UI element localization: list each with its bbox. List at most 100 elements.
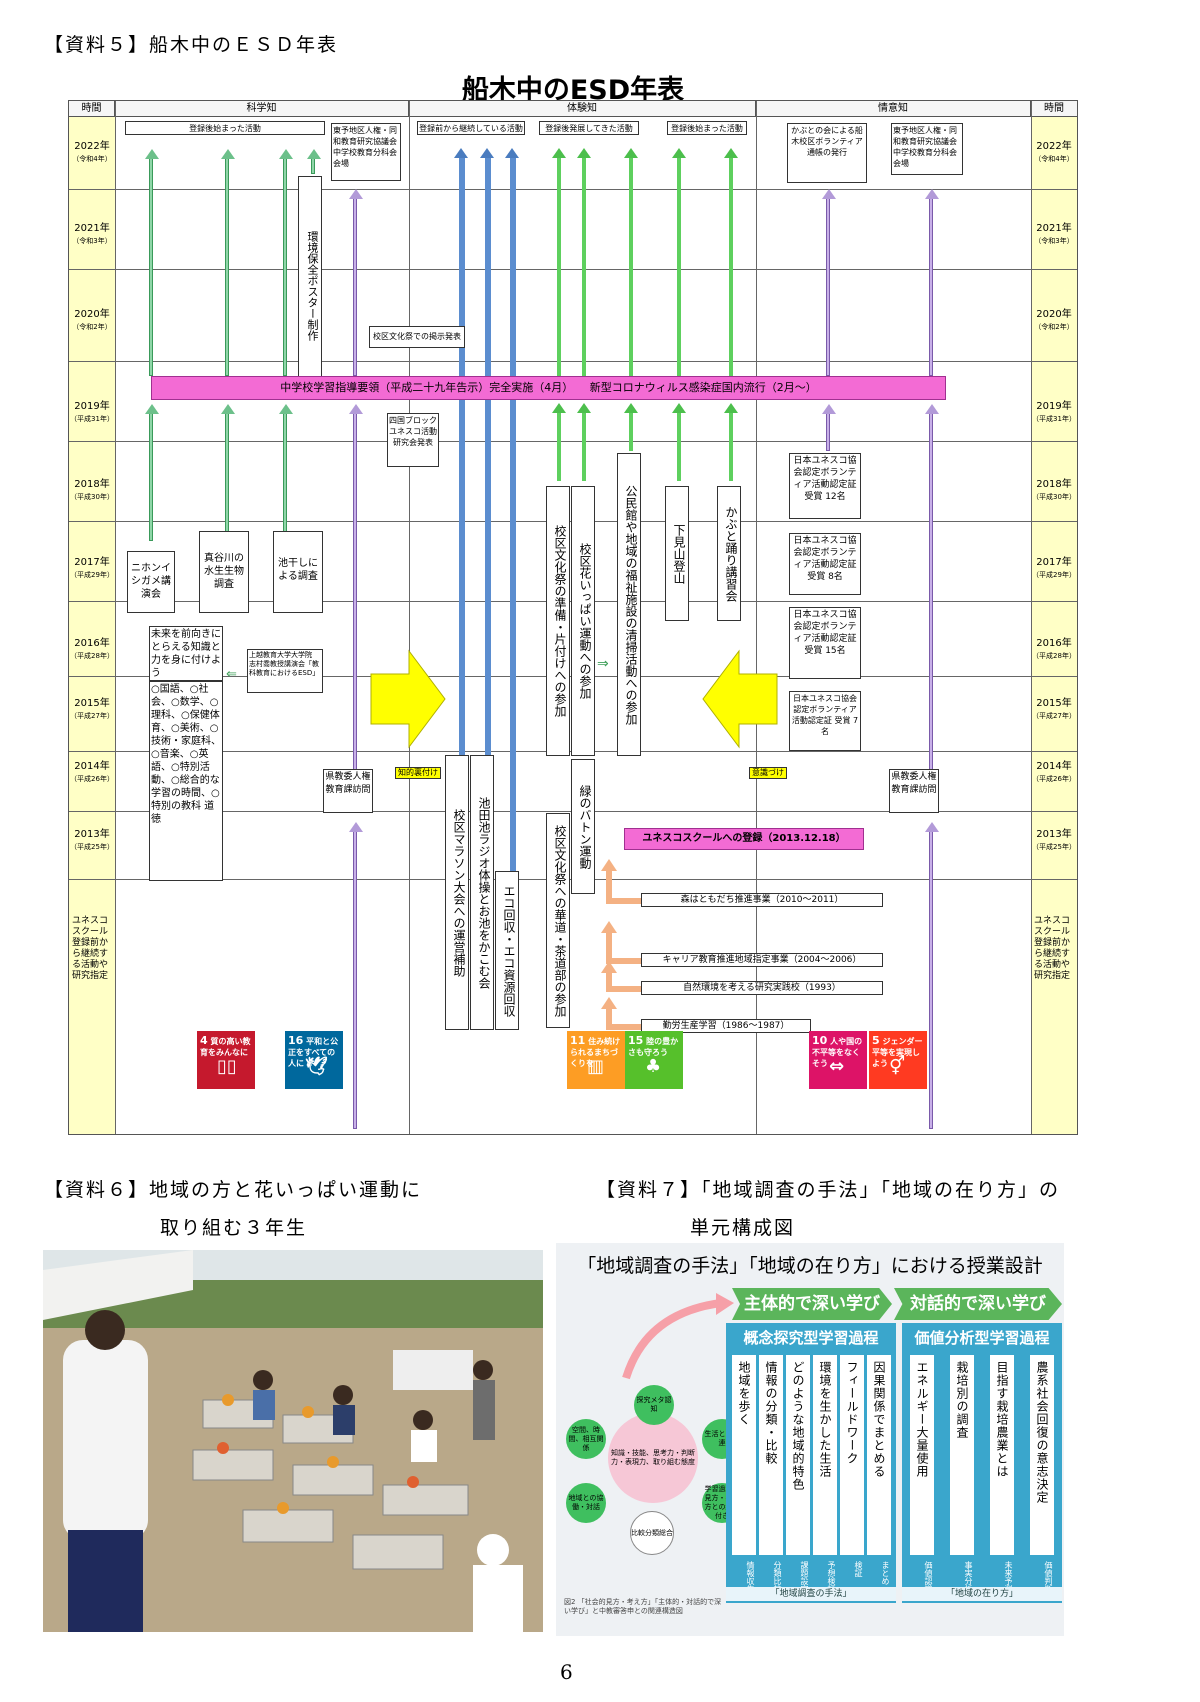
lightgreen-up-arrow bbox=[677, 156, 681, 376]
year-2014: 2014年（平成26年） bbox=[69, 761, 115, 785]
box-future-knowledge: 未来を前向きにとらえる知識と力を身に付けよう bbox=[149, 626, 223, 681]
step-walk: 地域を歩く bbox=[732, 1355, 756, 1555]
purple-up-arrow bbox=[353, 411, 357, 771]
year-2013: 2013年（平成25年） bbox=[1031, 829, 1077, 853]
step-sub: まとめ bbox=[867, 1561, 891, 1585]
box-cleaning-activity: 公民館や地域の福祉施設の清掃活動への参加 bbox=[617, 453, 641, 756]
box-volunteer-award-7: 日本ユネスコ協会認定ボランティア活動認定証 受賞 7名 bbox=[789, 691, 861, 751]
grid-hline bbox=[69, 441, 1077, 442]
box-volunteer-award-8: 日本ユネスコ協会認定ボランティア活動認定証 受賞 8名 bbox=[789, 533, 861, 595]
grid-vline bbox=[756, 101, 757, 1134]
header-time-right: 時間 bbox=[1031, 101, 1077, 117]
box-radio-exercise: 池田池ラジオ体操とお池をかこむ会 bbox=[470, 755, 494, 1030]
panel-concept-inquiry-title: 概念探究型学習過程 bbox=[726, 1327, 896, 1348]
sdg-11-icon: 11 住み続けられるまちづくりを▥ bbox=[567, 1031, 625, 1089]
step-decision: 農系社会回復の意志決定 bbox=[1030, 1355, 1054, 1555]
year-2017: 2017年（平成29年） bbox=[69, 557, 115, 581]
box-school-festival-posting: 校区文化祭での掲示発表 bbox=[369, 326, 465, 348]
lightgreen-up-arrow bbox=[729, 156, 733, 376]
step-regional-features: どのような地域的特色 bbox=[786, 1355, 810, 1555]
lightgreen-up-arrow bbox=[629, 411, 633, 451]
step-classify: 情報の分類・比較 bbox=[759, 1355, 783, 1555]
bottom-label-right: ユネスコスクール登録前から継続する活動や研究指定 bbox=[1031, 916, 1077, 982]
circle-top: 探究メタ認知 bbox=[634, 1385, 674, 1425]
banner-curriculum-covid: 中学校学習指導要領（平成二十九年告示）完全実施（4月） 新型コロナウィルス感染症… bbox=[151, 376, 946, 400]
green-up-arrow bbox=[283, 156, 287, 376]
green-up-arrow bbox=[225, 156, 229, 376]
box-nihon-ishigame: ニホンイシガメ講演会 bbox=[127, 551, 175, 613]
year-2016: 2016年（平成28年） bbox=[1031, 638, 1077, 662]
panel-value-analysis: 価値分析型学習過程 エネルギー大量使用 栽培別の調査 目指す栽培農業とは 農系社… bbox=[902, 1323, 1062, 1603]
box-marathon-support: 校区マラソン大会への運営補助 bbox=[445, 755, 469, 1030]
purple-up-arrow bbox=[826, 411, 830, 451]
step-sub: 検証 bbox=[840, 1561, 864, 1577]
lightgreen-up-arrow bbox=[582, 411, 586, 481]
purple-up-arrow bbox=[353, 196, 357, 376]
lightgreen-up-arrow bbox=[557, 156, 561, 376]
green-up-arrow bbox=[149, 156, 153, 376]
grid-vline bbox=[115, 101, 116, 1134]
year-2018: 2018年（平成30年） bbox=[1031, 479, 1077, 503]
legend-new-activity: 登録後始まった活動 bbox=[125, 121, 325, 135]
step-energy: エネルギー大量使用 bbox=[910, 1355, 934, 1555]
year-2020: 2020年（令和2年） bbox=[1031, 309, 1077, 333]
caption-document-6-cont: 取り組む３年生 bbox=[160, 1213, 307, 1240]
box-shinyagawa: 真谷川の水生生物調査 bbox=[199, 531, 249, 613]
chevron-proactive-learning: 主体的で深い学び bbox=[732, 1288, 892, 1320]
box-flower-movement: 校区花いっぱい運動への参加 bbox=[571, 486, 595, 756]
box-kenkyo-visit-right: 県教委人権教育課訪問 bbox=[889, 769, 939, 813]
box-toyo-conference-2: 東予地区人権・同和教育研究協議会中学校教育分科会会場 bbox=[891, 123, 963, 175]
year-2015: 2015年（平成27年） bbox=[69, 698, 115, 722]
banner-unesco-registration: ユネスコスクールへの登録（2013.12.18） bbox=[624, 828, 864, 850]
blue-up-arrow bbox=[510, 156, 516, 956]
circle-top-left: 空間、時間、相互関係 bbox=[566, 1419, 606, 1459]
box-volunteer-award-15: 日本ユネスコ協会認定ボランティア活動認定証 受賞 15名 bbox=[789, 607, 861, 679]
right-arrow-icon: ⇒ bbox=[597, 656, 609, 672]
header-emotion: 情意知 bbox=[756, 101, 1031, 117]
box-kenkyo-visit-left: 県教委人権教育課訪問 bbox=[323, 769, 373, 813]
caption-document-5: 【資料５】船木中のＥＳＤ年表 bbox=[44, 30, 338, 57]
green-up-arrow bbox=[225, 411, 229, 541]
sdg-5-icon: 5 ジェンダー平等を実現しよう⚥ bbox=[869, 1031, 927, 1089]
orange-bent-arrows-icon bbox=[589, 851, 649, 1051]
lightgreen-up-arrow bbox=[582, 156, 586, 376]
year-2017: 2017年（平成29年） bbox=[1031, 557, 1077, 581]
box-eco-collection: エコ回収・エコ資源回収 bbox=[495, 871, 519, 1030]
sdg-4-icon: 4 質の高い教育をみんなに▯▯ bbox=[197, 1031, 255, 1089]
box-mountain-climbing: 下見山登山 bbox=[665, 486, 689, 621]
legend-continuing-activity: 登録前から継続している活動 bbox=[417, 121, 525, 135]
box-subjects: ○国語、○社会、○数学、○理科、○保健体育、○美術、○技術・家庭科、○音楽、○英… bbox=[149, 681, 223, 881]
purple-up-arrow bbox=[929, 829, 933, 1129]
yellow-left-arrow-icon bbox=[699, 649, 779, 749]
year-2022: 2022年（令和4年） bbox=[69, 141, 115, 165]
grid-hline bbox=[69, 269, 1077, 270]
box-volunteer-award-12: 日本ユネスコ協会認定ボランティア活動認定証 受賞 12名 bbox=[789, 453, 861, 519]
circle-bottom: 比較分類総合 bbox=[630, 1511, 674, 1555]
year-2021: 2021年（令和3年） bbox=[69, 223, 115, 247]
year-2018: 2018年（平成30年） bbox=[69, 479, 115, 503]
box-ikehoshi: 池干しによる調査 bbox=[273, 531, 323, 613]
yellow-right-arrow-icon bbox=[369, 649, 449, 749]
caption-document-7: 【資料７】「地域調査の手法」「地域の在り方」の bbox=[596, 1175, 1060, 1202]
tag-intellectual-basis: 知的裏付け bbox=[395, 767, 441, 779]
box-toyo-conference: 東予地区人権・同和教育研究協議会 中学校教育分科会 会場 bbox=[331, 123, 401, 181]
caption-document-7-cont: 単元構成図 bbox=[690, 1213, 795, 1240]
box-career-project: キャリア教育推進地域指定事業（2004～2006） bbox=[641, 953, 883, 967]
box-tea-flower-club: 校区文化祭への華道・茶道部の参加 bbox=[546, 813, 570, 1028]
header-science: 科学知 bbox=[115, 101, 409, 117]
lightgreen-up-arrow bbox=[729, 411, 733, 481]
chevron-dialogic-learning: 対話的で深い学び bbox=[894, 1288, 1062, 1320]
green-up-arrow bbox=[149, 411, 153, 541]
purple-up-arrow bbox=[826, 196, 830, 376]
step-fieldwork: フィールドワーク bbox=[840, 1355, 864, 1555]
caption-document-6: 【資料６】地域の方と花いっぱい運動に bbox=[44, 1175, 422, 1202]
curved-arrow-icon bbox=[616, 1293, 736, 1383]
box-mori-project: 森はともだち推進事業（2010～2011） bbox=[641, 893, 883, 907]
box-kabuto-volunteer: かぶとの会による船木校区ボランティア通帳の発行 bbox=[787, 123, 867, 183]
purple-up-arrow bbox=[929, 411, 933, 771]
panel-value-analysis-title: 価値分析型学習過程 bbox=[902, 1327, 1062, 1348]
year-2019: 2019年（平成31年） bbox=[69, 401, 115, 425]
bottom-label-left: ユネスコスクール登録前から継続する活動や研究指定 bbox=[69, 916, 115, 982]
unit-title: 「地域調査の手法」「地域の在り方」における授業設計 bbox=[556, 1251, 1064, 1278]
panel-concept-inquiry: 概念探究型学習過程 地域を歩く 情報の分類・比較 どのような地域的特色 環境を生… bbox=[726, 1323, 896, 1603]
